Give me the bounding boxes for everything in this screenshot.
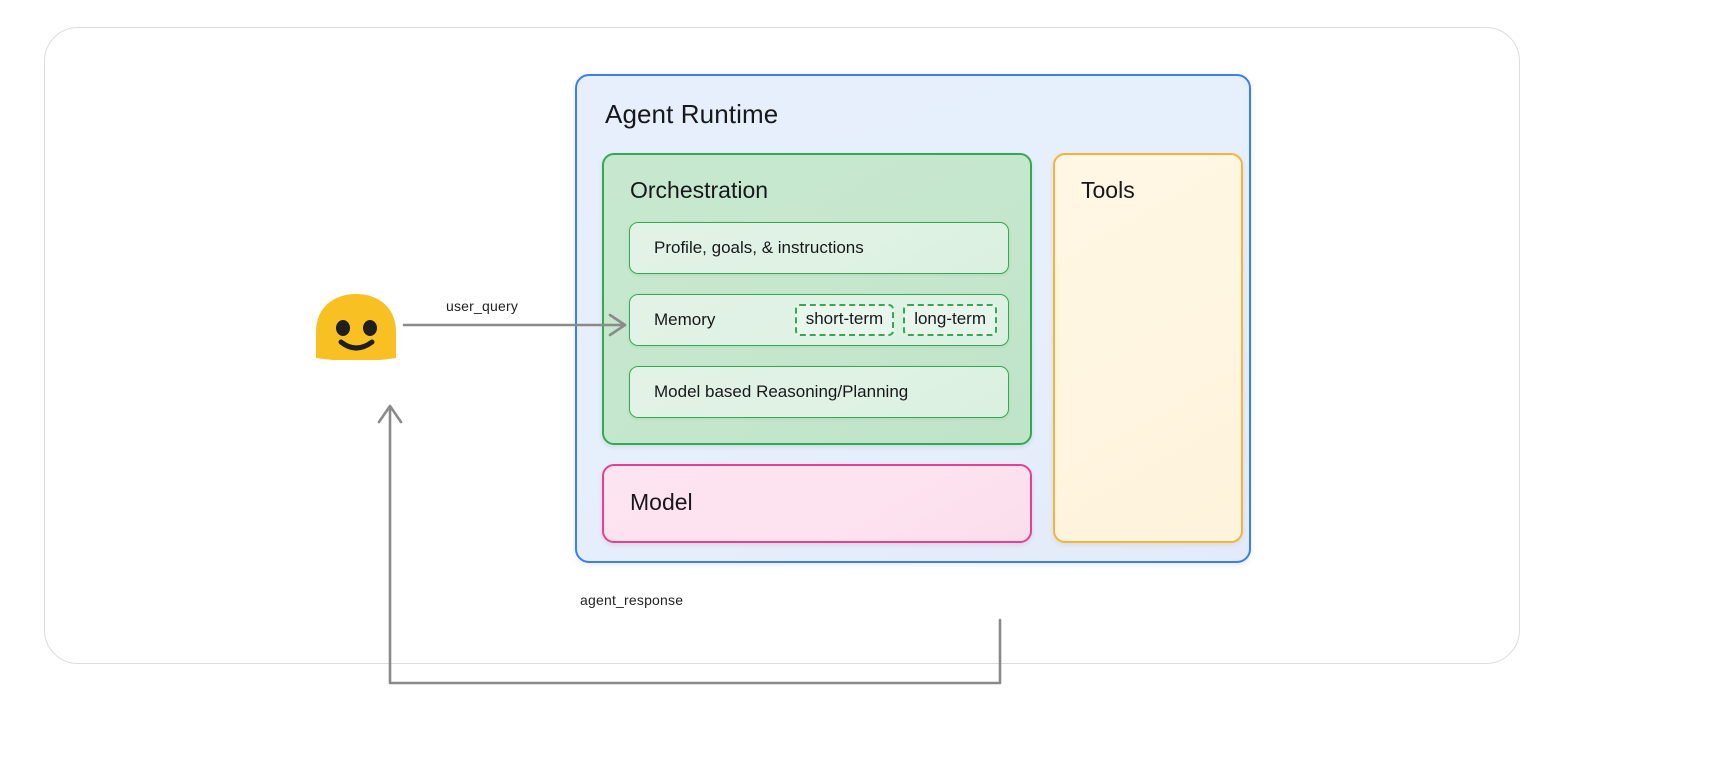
orchestration-row-memory: Memory short-term long-term	[629, 294, 1009, 346]
badge-short-term: short-term	[794, 304, 895, 336]
memory-badges: short-term long-term	[794, 304, 1008, 336]
orchestration-row-profile: Profile, goals, & instructions	[629, 222, 1009, 274]
agent-runtime-box: Agent Runtime Orchestration Profile, goa…	[575, 74, 1251, 563]
orchestration-row-label: Model based Reasoning/Planning	[654, 382, 909, 401]
edge-label-user-query: user_query	[446, 298, 519, 314]
model-title: Model	[630, 489, 693, 515]
smiley-face-icon	[314, 292, 398, 361]
tools-title: Tools	[1081, 177, 1135, 203]
orchestration-row-reasoning: Model based Reasoning/Planning	[629, 366, 1009, 418]
edge-label-agent-response: agent_response	[580, 592, 684, 608]
orchestration-box: Orchestration Profile, goals, & instruct…	[602, 153, 1032, 445]
orchestration-row-label: Profile, goals, & instructions	[654, 238, 864, 257]
orchestration-row-label: Memory	[654, 310, 716, 329]
model-box: Model	[602, 464, 1032, 543]
tools-box: Tools	[1053, 153, 1243, 543]
badge-long-term: long-term	[903, 304, 997, 336]
agent-runtime-title: Agent Runtime	[605, 99, 779, 129]
orchestration-title: Orchestration	[630, 177, 769, 203]
